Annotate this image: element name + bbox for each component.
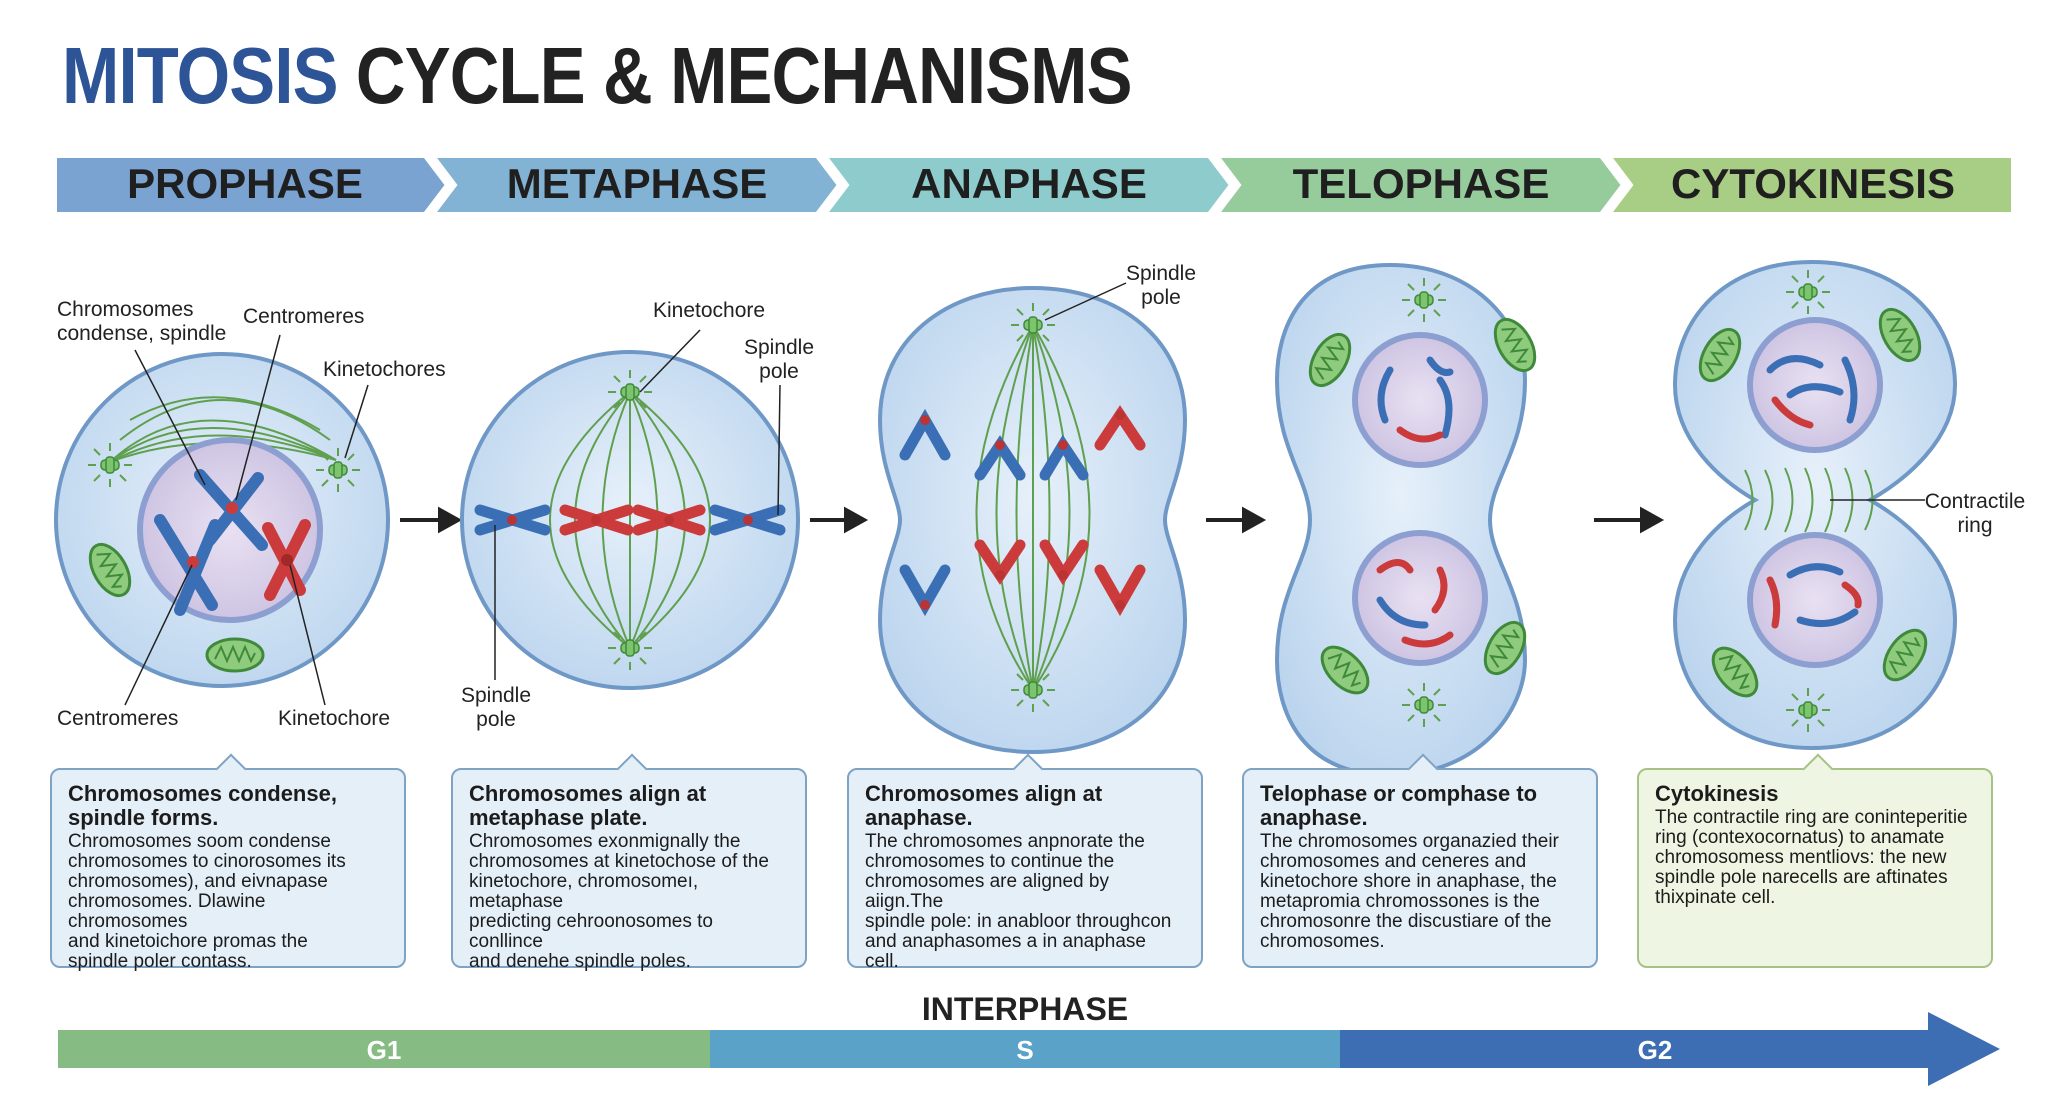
cytokinesis-centrosome-bottom	[1785, 687, 1831, 733]
phase-banner: PROPHASE METAPHASE ANAPHASE TELOPHASE CYTOKI…	[53, 154, 2015, 216]
caption-metaphase: Chromosomes align at metaphase plate. Ch…	[451, 768, 807, 972]
telophase-cell	[1274, 262, 1545, 778]
anaphase-spindle-pole-bottom	[1010, 667, 1056, 713]
phase-label-cytokinesis: CYTOKINESIS	[1671, 160, 1955, 207]
label-centromeres-bottom: Centromeres	[57, 707, 178, 730]
label-spindle-pole-anaphase-1: Spindle	[1126, 262, 1196, 285]
prophase-spindle-fibers	[109, 396, 337, 463]
phase-chevron-metaphase	[428, 154, 842, 216]
label-spindle-pole-m-top-2: pole	[759, 360, 799, 383]
caption-metaphase-body: Chromosomes exonmignally the chromosomes…	[469, 831, 769, 972]
prophase-centrosome-right	[315, 447, 361, 493]
caption-anaphase: Chromosomes align at anaphase. The chrom…	[847, 768, 1203, 972]
cytokinesis-cell	[1672, 259, 1958, 751]
caption-prophase: Chromosomes condense, spindle forms. Chr…	[50, 768, 406, 972]
interphase-g2-label: G2	[1638, 1035, 1673, 1065]
label-chromosomes-condense-1: Chromosomes	[57, 298, 194, 321]
caption-metaphase-heading: Chromosomes align at metaphase plate.	[469, 781, 707, 830]
anaphase-leader-line	[1044, 282, 1127, 321]
caption-telophase: Telophase or comphase to anaphase. The c…	[1242, 768, 1598, 968]
label-spindle-pole-m-bottom-2: pole	[476, 708, 516, 731]
title-mitosis: MITOSIS	[62, 31, 338, 120]
phase-chevron-prophase	[53, 154, 450, 216]
metaphase-leader-lines	[494, 329, 781, 680]
caption-prophase-body: Chromosomes soom condense chromosomes to…	[68, 831, 346, 972]
prophase-cell	[54, 334, 390, 706]
prophase-leader-lines	[124, 334, 369, 706]
label-kinetochore-metaphase: Kinetochore	[653, 299, 765, 322]
page-title: MITOSIS CYCLE & MECHANISMS	[62, 30, 1132, 122]
caption-prophase-heading: Chromosomes condense, spindle forms.	[68, 781, 337, 830]
label-spindle-pole-anaphase-2: pole	[1141, 286, 1181, 309]
phase-chevron-telophase	[1212, 154, 1626, 216]
phase-chevron-cytokinesis	[1604, 154, 2015, 216]
telophase-chromosomes	[1376, 356, 1454, 648]
label-kinetochores: Kinetochores	[323, 358, 446, 381]
phase-label-telophase: TELOPHASE	[1293, 160, 1550, 207]
caption-anaphase-body: The chromosomes anpnorate the chromosome…	[865, 831, 1172, 972]
caption-cytokinesis: Cytokinesis The contractile ring are con…	[1637, 768, 1993, 968]
interphase-g1-segment	[58, 1030, 710, 1068]
label-spindle-pole-m-top-1: Spindle	[744, 336, 814, 359]
phase-label-metaphase: METAPHASE	[507, 160, 768, 207]
caption-anaphase-heading: Chromosomes align at anaphase.	[865, 781, 1103, 830]
anaphase-cell	[877, 282, 1188, 755]
label-chromosomes-condense-2: condense, spindle	[57, 322, 226, 345]
caption-cytokinesis-body: The contractile ring are coninteperitie …	[1655, 807, 1968, 908]
anaphase-spindle-fibers	[975, 324, 1091, 691]
cytokinesis-chromosomes	[1766, 355, 1862, 629]
phase-label-prophase: PROPHASE	[127, 160, 363, 207]
cell-labels: Chromosomes condense, spindle Centromere…	[57, 262, 2025, 731]
anaphase-spindle-pole-top	[1010, 302, 1056, 348]
title-rest: CYCLE & MECHANISMS	[355, 31, 1133, 120]
telophase-centrosome-bottom	[1401, 682, 1447, 728]
caption-telophase-heading: Telophase or comphase to anaphase.	[1260, 781, 1538, 830]
interphase-bar: INTERPHASE G1 S G2	[58, 991, 2000, 1086]
interphase-s-segment	[710, 1030, 1340, 1068]
interphase-g1-label: G1	[367, 1035, 402, 1065]
label-spindle-pole-m-bottom-1: Spindle	[461, 684, 531, 707]
phase-arrows	[400, 506, 1665, 534]
phase-label-anaphase: ANAPHASE	[911, 160, 1147, 207]
interphase-title: INTERPHASE	[922, 991, 1128, 1027]
label-kinetochore-prophase: Kinetochore	[278, 707, 390, 730]
metaphase-cell	[460, 329, 800, 690]
telophase-centrosome-top	[1401, 277, 1447, 323]
label-contractile-ring-1: Contractile	[1925, 490, 2025, 513]
interphase-g2-arrow	[1340, 1012, 2000, 1086]
interphase-s-label: S	[1016, 1035, 1033, 1065]
caption-telophase-body: The chromosomes organazied their chromos…	[1260, 831, 1559, 952]
metaphase-spindle-pole-top	[607, 369, 653, 415]
prophase-mitochondrion-2	[205, 637, 265, 673]
phase-chevron-anaphase	[820, 154, 1234, 216]
cytokinesis-centrosome-top	[1785, 269, 1831, 315]
metaphase-spindle-pole-bottom	[607, 625, 653, 671]
label-centromeres-top: Centromeres	[243, 305, 364, 328]
label-contractile-ring-2: ring	[1957, 514, 1992, 537]
caption-cytokinesis-heading: Cytokinesis	[1655, 781, 1779, 806]
prophase-centrosome-left	[87, 442, 133, 488]
